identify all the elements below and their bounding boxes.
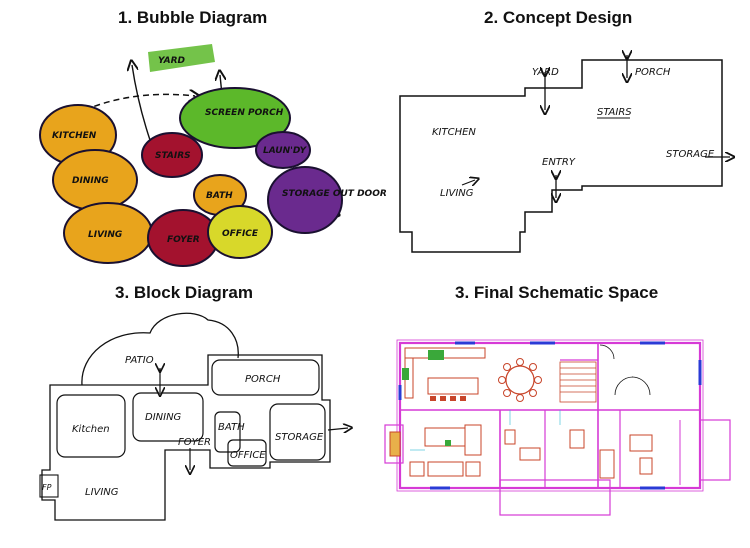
bubble-laundry: LAUN'DY: [255, 131, 311, 169]
bubble-foyer: FOYER: [147, 209, 219, 267]
schematic-front-porch: [499, 479, 611, 516]
schematic-desk: [629, 434, 653, 452]
bubble-label-stairs: STAIRS: [155, 151, 191, 161]
schematic-storage-porch: [699, 419, 731, 481]
concept-design-title: 2. Concept Design: [484, 8, 633, 27]
bubble-living: LIVING: [63, 202, 153, 264]
bubble-dining: DINING: [52, 149, 138, 211]
block-room-kitchen: [56, 394, 126, 458]
bubble-label-storage: STORAGE OUT DOOR: [282, 189, 387, 199]
block-label-porch: PORCH: [245, 374, 281, 385]
bubble-label-living: LIVING: [88, 230, 122, 240]
block-label-living: LIVING: [85, 487, 119, 498]
bubble-label-screen-porch: SCREEN PORCH: [205, 108, 284, 118]
block-label-foyer: FOYER: [178, 437, 211, 448]
block-diagram: PATIO Kitchen DINING PORCH BATH OFFICE S…: [39, 312, 348, 521]
concept-label-yard: YARD: [532, 67, 559, 78]
bubble-diagram: YARD SCREEN PORCH KITCHEN STAIRS LAUN'DY: [39, 44, 387, 267]
bubble-label-office: OFFICE: [222, 229, 259, 239]
block-label-bath: BATH: [218, 422, 245, 433]
bubble-screen-porch: SCREEN PORCH: [179, 87, 291, 149]
schematic-outer-wall: [398, 341, 702, 490]
bubble-yard: YARD: [148, 44, 215, 72]
block-room-fireplace: [39, 474, 59, 498]
bubble-label-foyer: FOYER: [167, 235, 200, 245]
bubble-label-kitchen: KITCHEN: [52, 131, 97, 141]
bubble-label-bath: BATH: [206, 191, 233, 201]
bubble-storage: STORAGE OUT DOOR: [267, 166, 387, 234]
block-room-porch: [211, 359, 320, 396]
schematic-kitchen-counter: [404, 347, 486, 359]
final-schematic: [384, 339, 731, 516]
block-diagram-title: 3. Block Diagram: [115, 283, 253, 302]
block-outline: [41, 354, 331, 521]
block-patio-cloud: [81, 312, 239, 386]
schematic-dining-table: [505, 365, 535, 395]
bubble-label-dining: DINING: [72, 176, 109, 186]
schematic-tub: [599, 449, 615, 479]
bubble-label-yard: YARD: [158, 56, 186, 66]
concept-label-porch: PORCH: [635, 67, 671, 78]
block-label-dining: DINING: [145, 412, 182, 423]
block-label-office: OFFICE: [230, 450, 266, 461]
schematic-fireplace: [384, 424, 404, 464]
bubble-label-laundry: LAUN'DY: [263, 146, 308, 156]
final-schematic-title: 3. Final Schematic Space: [455, 283, 659, 302]
schematic-island: [427, 377, 479, 395]
bubble-diagram-title: 1. Bubble Diagram: [118, 8, 268, 27]
block-label-patio: PATIO: [125, 355, 154, 366]
concept-design: YARD PORCH STAIRS KITCHEN ENTRY STORAGE …: [399, 55, 730, 253]
block-room-office: [227, 439, 267, 467]
schematic-stairs: [559, 361, 597, 403]
block-label-fp: FP: [42, 483, 52, 492]
schematic-toilet: [504, 429, 516, 445]
block-label-kitchen: Kitchen: [72, 424, 110, 435]
concept-label-stairs: STAIRS: [597, 107, 632, 118]
bubble-office: OFFICE: [207, 205, 273, 259]
concept-label-storage: STORAGE: [666, 149, 715, 160]
concept-label-entry: ENTRY: [542, 157, 576, 168]
block-label-storage: STORAGE: [275, 432, 324, 443]
block-room-dining: [132, 392, 204, 442]
concept-label-kitchen: KITCHEN: [432, 127, 476, 138]
block-room-storage: [269, 403, 326, 461]
bubble-stairs: STAIRS: [141, 132, 203, 178]
concept-label-living: LIVING: [440, 188, 474, 199]
schematic-sofa: [464, 424, 482, 456]
